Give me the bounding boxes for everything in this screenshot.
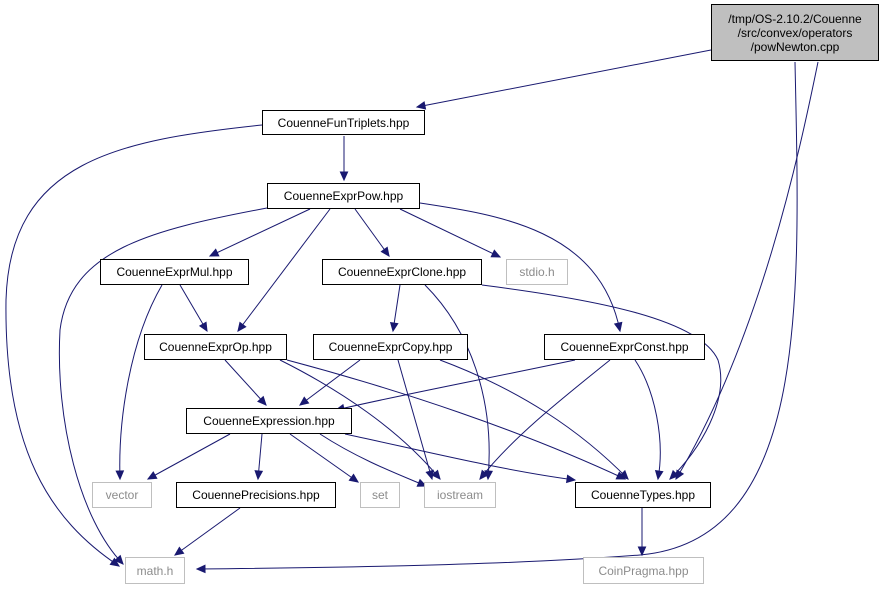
edge-expression-set	[289, 433, 359, 483]
edge-expression-vector	[147, 433, 231, 480]
edge-exprclone-types	[481, 284, 722, 480]
arrowhead-exprpow-exprop	[237, 321, 247, 332]
arrowhead-types-coinpragma	[637, 546, 647, 557]
arrowhead-expression-types	[565, 474, 577, 484]
root-line-1: /tmp/OS-2.10.2/Couenne	[728, 11, 862, 26]
edge-funtriplets-math	[5, 124, 263, 567]
arrowhead-exprclone-types	[669, 469, 680, 480]
arrowhead-exprop-expression	[257, 395, 267, 406]
node-set[interactable]: set	[360, 482, 400, 508]
arrowhead-exprpow-stdio	[490, 249, 502, 258]
arrowhead-expression-iostream	[416, 478, 428, 487]
node-types[interactable]: CouenneTypes.hpp	[575, 482, 711, 508]
node-exprcopy[interactable]: CouenneExprCopy.hpp	[313, 334, 468, 360]
node-exprclone[interactable]: CouenneExprClone.hpp	[322, 259, 482, 285]
arrowhead-exprcopy-iostream	[425, 469, 434, 481]
arrowhead-funtriplets-exprpow	[339, 171, 349, 182]
node-exprpow[interactable]: CouenneExprPow.hpp	[267, 183, 420, 209]
arrowhead-funtriplets-math	[109, 557, 121, 567]
edge-exprconst-types	[634, 359, 661, 480]
arrowhead-expression-precisions	[254, 470, 264, 481]
arrowhead-exprclone-exprcopy	[389, 321, 399, 333]
edge-exprclone-iostream	[424, 284, 490, 480]
arrowhead-exprcopy-expression	[299, 396, 310, 406]
edge-root-math	[196, 61, 798, 570]
arrowhead-exprpow-exprmul	[208, 248, 220, 257]
node-iostream[interactable]: iostream	[424, 482, 496, 508]
arrowhead-exprcopy-types	[618, 469, 629, 480]
node-exprop[interactable]: CouenneExprOp.hpp	[144, 334, 287, 360]
arrowhead-root-funtriplets	[415, 101, 427, 110]
arrowhead-expression-set	[348, 473, 359, 483]
arrowhead-exprpow-exprclone	[380, 246, 390, 257]
arrowhead-exprconst-types	[654, 469, 664, 481]
arrowhead-exprconst-iostream	[479, 469, 489, 480]
node-precisions[interactable]: CouennePrecisions.hpp	[176, 482, 336, 508]
node-math[interactable]: math.h	[125, 557, 185, 584]
edge-exprpow-exprclone	[354, 208, 390, 257]
edge-exprop-types	[286, 359, 626, 480]
edge-root-funtriplets	[416, 49, 712, 108]
node-expression[interactable]: CouenneExpression.hpp	[186, 408, 352, 434]
node-vector[interactable]: vector	[92, 482, 152, 508]
edge-root-types	[675, 61, 819, 480]
node-root-file[interactable]: /tmp/OS-2.10.2/Couenne /src/convex/opera…	[711, 4, 879, 61]
edge-precisions-math	[174, 507, 241, 556]
edge-exprpow-exprconst	[419, 202, 621, 332]
edge-exprmul-exprop	[179, 284, 208, 332]
edge-exprop-expression	[224, 359, 267, 406]
node-funtriplets[interactable]: CouenneFunTriplets.hpp	[262, 110, 425, 135]
edge-exprpow-exprmul	[209, 208, 311, 257]
edge-exprconst-expression	[335, 359, 576, 411]
node-stdio[interactable]: stdio.h	[506, 259, 568, 285]
arrowhead-precisions-math	[174, 546, 185, 556]
edge-exprpow-stdio	[399, 208, 501, 258]
edge-exprconst-iostream	[479, 359, 611, 480]
arrowhead-exprmul-exprop	[198, 321, 208, 333]
arrowhead-exprpow-math	[114, 554, 124, 565]
edge-exprcopy-iostream	[397, 359, 433, 480]
edge-exprop-iostream	[279, 359, 441, 480]
edge-exprcopy-expression	[299, 359, 361, 406]
arrowhead-exprmul-vector	[115, 470, 125, 481]
arrowhead-exprop-iostream	[431, 469, 441, 480]
arrowhead-expression-vector	[146, 471, 158, 480]
arrowhead-exprpow-exprconst	[613, 321, 623, 333]
node-exprconst[interactable]: CouenneExprConst.hpp	[544, 334, 705, 360]
edge-exprpow-exprop	[237, 208, 331, 332]
arrowhead-root-math	[195, 564, 206, 574]
node-coinpragma[interactable]: CoinPragma.hpp	[583, 557, 704, 584]
edge-expression-iostream	[319, 433, 427, 487]
edge-exprpow-math	[58, 207, 268, 565]
edge-exprmul-vector	[119, 284, 163, 480]
root-line-3: /powNewton.cpp	[750, 39, 840, 54]
edge-expression-types	[344, 433, 576, 481]
root-line-2: /src/convex/operators	[737, 25, 853, 40]
node-exprmul[interactable]: CouenneExprMul.hpp	[100, 259, 249, 285]
